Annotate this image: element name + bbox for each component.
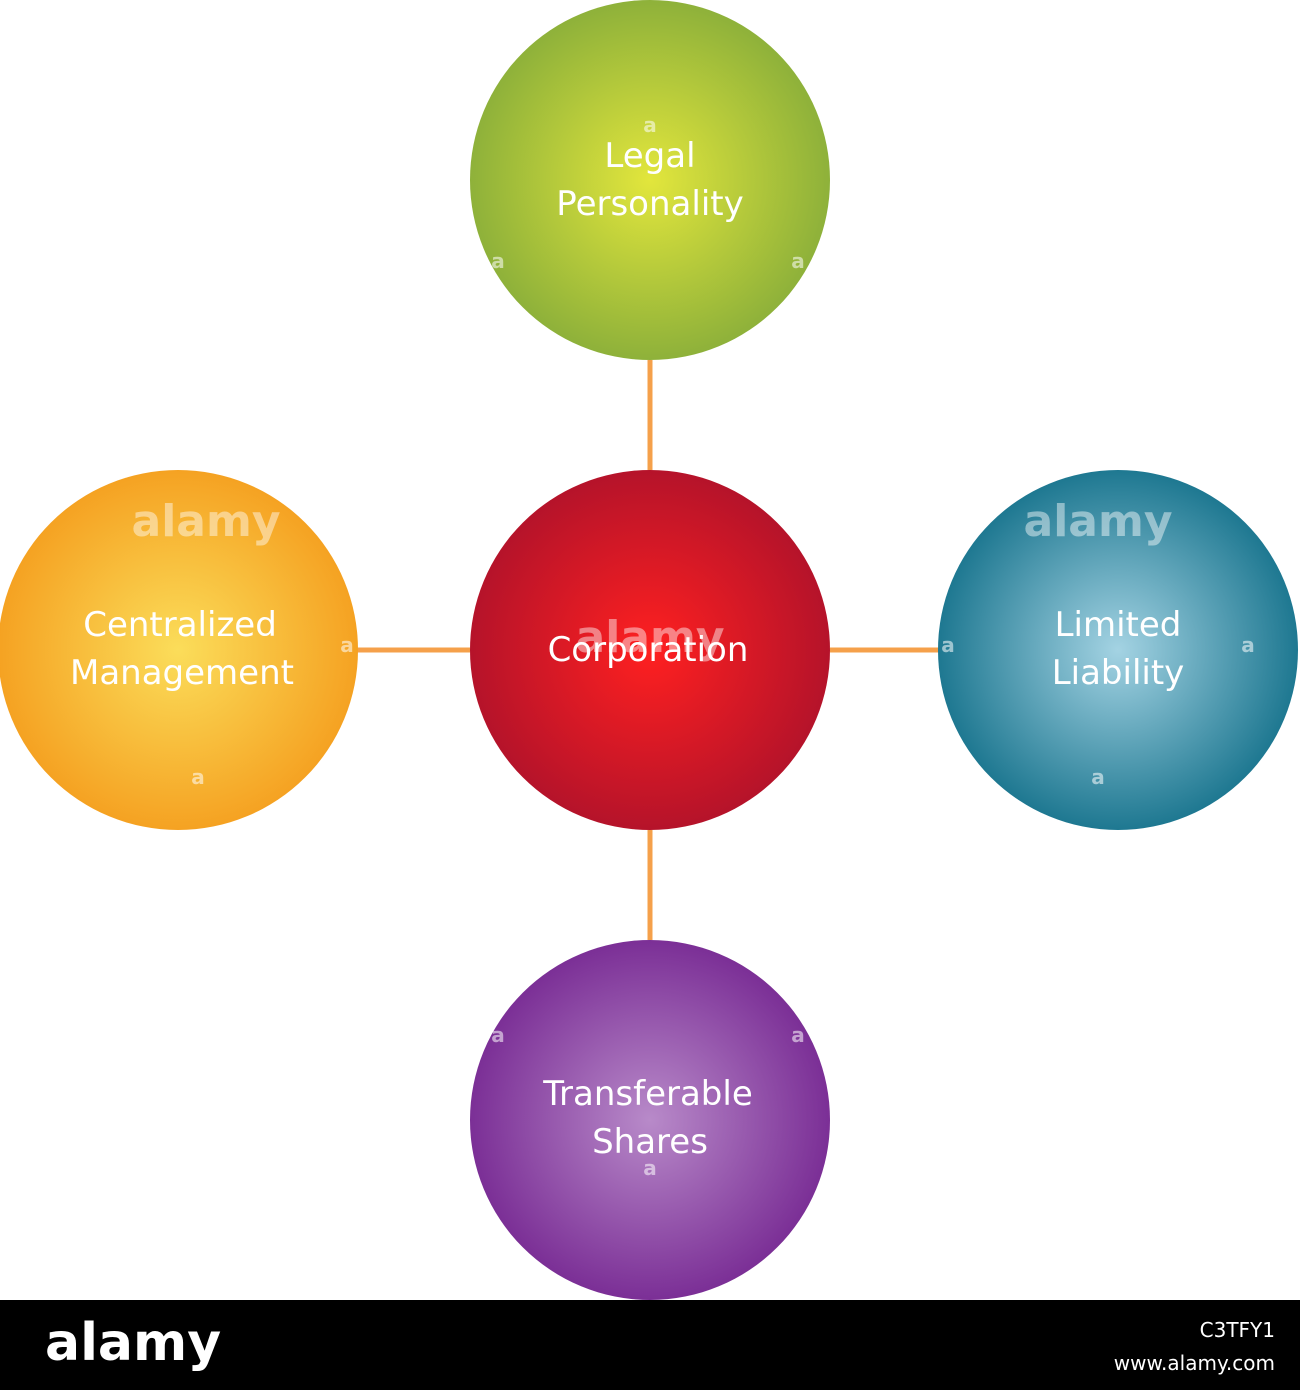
node-centralized-management-circle <box>0 470 358 830</box>
node-transferable-shares-circle <box>470 940 830 1300</box>
watermark-mark: a <box>191 765 205 789</box>
node-label-line: Limited <box>1055 605 1182 645</box>
node-label-line: Shares <box>592 1122 708 1162</box>
node-legal-personality-circle <box>470 0 830 360</box>
node-label-line: Corporation <box>548 630 749 670</box>
watermark-mark: a <box>491 1023 505 1047</box>
watermark-mark: a <box>643 1156 657 1180</box>
watermark-mark: a <box>791 1023 805 1047</box>
node-transferable-shares: a a a Transferable Shares <box>470 940 830 1300</box>
node-label-line: Transferable <box>542 1074 753 1114</box>
footer-url: www.alamy.com <box>1114 1351 1275 1375</box>
watermark-mark: a <box>791 249 805 273</box>
watermark-mark: a <box>491 249 505 273</box>
node-limited-liability-circle <box>938 470 1298 830</box>
watermark-word: alamy <box>576 612 725 663</box>
node-legal-personality: a a a Legal Personality <box>470 0 830 360</box>
watermark-mark: a <box>941 633 955 657</box>
node-centralized-management: alamy a a Centralized Management <box>0 470 358 830</box>
connectors <box>355 360 940 940</box>
footer-background <box>0 1300 1300 1390</box>
node-label-line: Management <box>70 653 294 693</box>
footer-logo: alamy <box>45 1313 221 1373</box>
watermark-mark: a <box>1091 765 1105 789</box>
node-corporation: alamy Corporation <box>470 470 830 830</box>
node-limited-liability: alamy a a a Limited Liability <box>938 470 1298 830</box>
watermark-mark: a <box>643 113 657 137</box>
watermark-mark: a <box>340 633 354 657</box>
watermark-word: alamy <box>132 496 281 547</box>
watermark-word: alamy <box>1024 496 1173 547</box>
node-label-line: Personality <box>556 184 743 224</box>
node-label-line: Centralized <box>83 605 277 645</box>
footer-bar: alamy C3TFY1 www.alamy.com <box>0 1300 1300 1390</box>
watermark-mark: a <box>1241 633 1255 657</box>
footer-image-id: C3TFY1 <box>1200 1318 1275 1342</box>
node-corporation-circle <box>470 470 830 830</box>
node-label-line: Liability <box>1052 653 1185 693</box>
node-label-line: Legal <box>604 136 695 176</box>
